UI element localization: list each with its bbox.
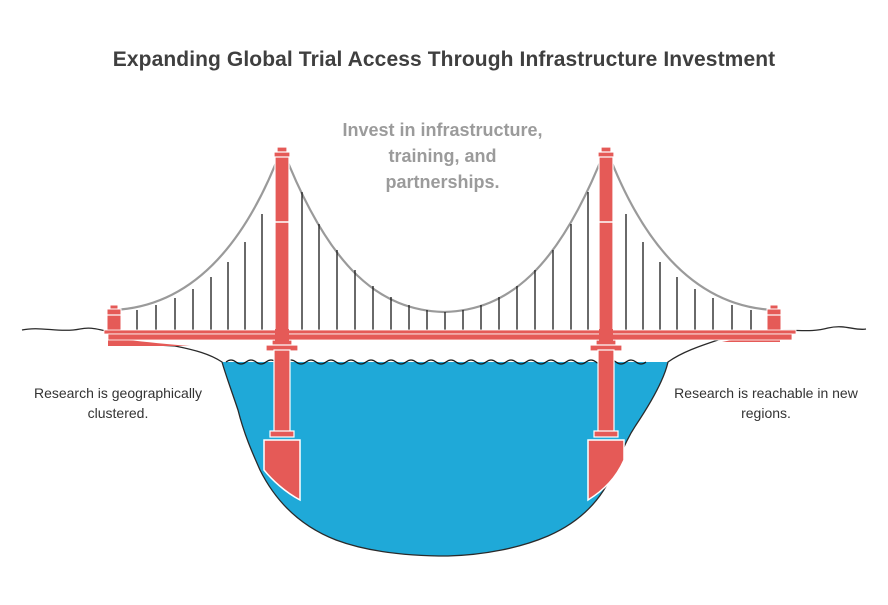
water-body (222, 362, 668, 556)
right-footing (587, 439, 625, 502)
main-cable-right-span (605, 149, 775, 312)
left-callout: Research is geographically clustered. (33, 385, 203, 421)
water-surface (225, 359, 647, 365)
right-anchor-post (766, 304, 782, 332)
main-cable-left-span (112, 149, 283, 312)
right-callout: Research is reachable in new regions. (674, 385, 858, 421)
left-anchor-post (106, 304, 122, 332)
left-footing (263, 439, 301, 502)
hangers (136, 192, 752, 331)
land-left (108, 338, 190, 346)
main-cable-center-span (281, 149, 607, 314)
page-title: Expanding Global Trial Access Through In… (112, 48, 776, 71)
ground-left (21, 327, 113, 332)
center-callout: Invest in infrastructure, training, and … (342, 120, 543, 192)
right-tower (589, 146, 623, 438)
ravine-outline (107, 334, 781, 557)
bridge-deck (103, 329, 797, 341)
